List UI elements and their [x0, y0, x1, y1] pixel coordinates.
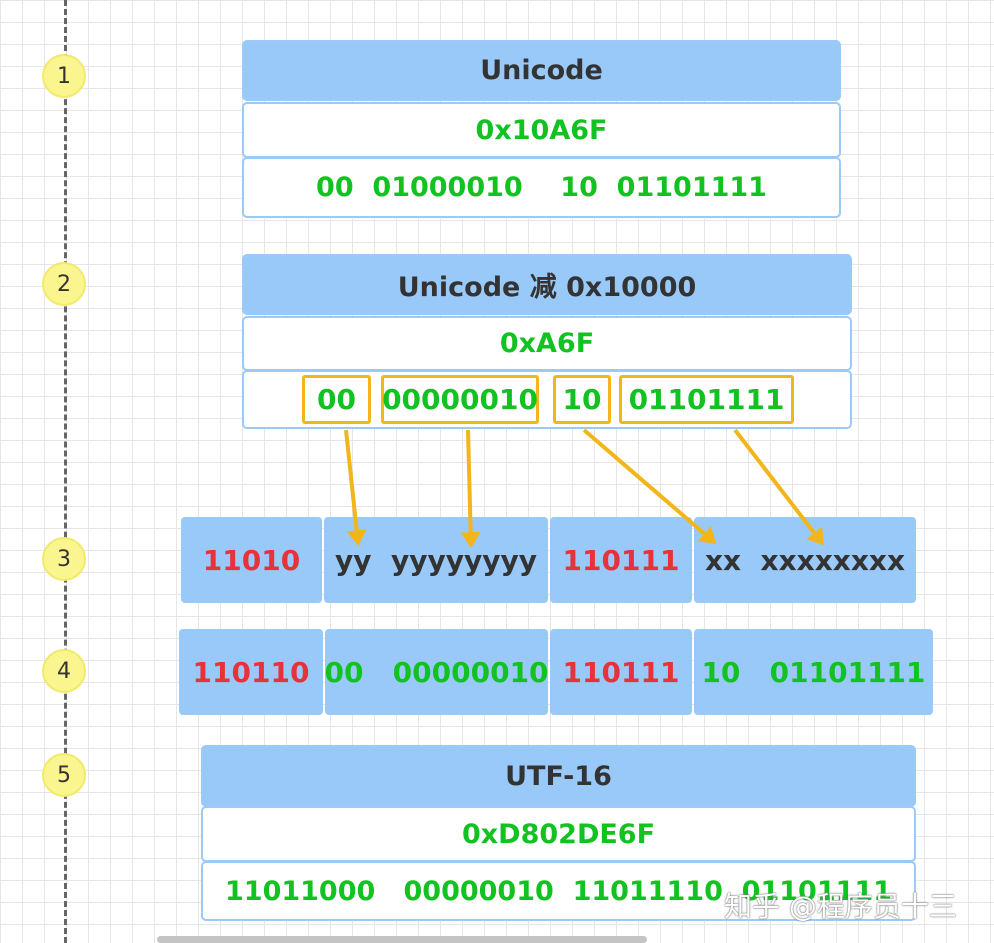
template-high-prefix: 11010: [181, 517, 322, 603]
filled-high-prefix: 110110: [179, 629, 323, 715]
arrow-group-1: [344, 429, 367, 547]
step-marker-1: 1: [42, 54, 86, 98]
unicode-hex-row: 0x10A6F: [242, 102, 841, 158]
watermark-text: 知乎 @程序员十三: [724, 890, 957, 923]
template-low-bits: xx xxxxxxxx: [694, 517, 916, 603]
step-marker-3: 3: [42, 537, 86, 581]
highlight-group-3: 10: [553, 375, 611, 424]
subtract-binary-row: [242, 370, 852, 429]
subtract-header: Unicode 减 0x10000: [242, 254, 852, 315]
utf16-binary-row: 11011000 00000010 11011110 01101111: [201, 861, 916, 921]
utf16-hex-row: 0xD802DE6F: [201, 806, 916, 862]
filled-low-prefix: 110111: [550, 629, 692, 715]
filled-low-bits: 10 01101111: [694, 629, 933, 715]
step-marker-4: 4: [42, 649, 86, 693]
highlight-group-1: 00: [302, 375, 371, 424]
highlight-group-4: 01101111: [619, 375, 794, 424]
arrow-group-3: [582, 428, 717, 545]
subtract-hex-row: 0xA6F: [242, 316, 852, 371]
step-marker-5: 5: [42, 753, 86, 797]
template-high-bits: yy yyyyyyyy: [324, 517, 548, 603]
step-marker-2: 2: [42, 262, 86, 306]
template-low-prefix: 110111: [550, 517, 692, 603]
horizontal-scrollbar[interactable]: [157, 936, 647, 943]
highlight-group-2: 00000010: [381, 375, 539, 424]
utf16-header: UTF-16: [201, 745, 916, 807]
unicode-binary-row: 00 01000010 10 01101111: [242, 157, 841, 218]
filled-high-bits: 00 00000010: [324, 629, 549, 715]
unicode-header: Unicode: [242, 40, 841, 101]
arrow-group-2: [460, 429, 481, 549]
timeline-dashed-line: [64, 0, 67, 943]
arrow-group-4: [733, 428, 824, 546]
